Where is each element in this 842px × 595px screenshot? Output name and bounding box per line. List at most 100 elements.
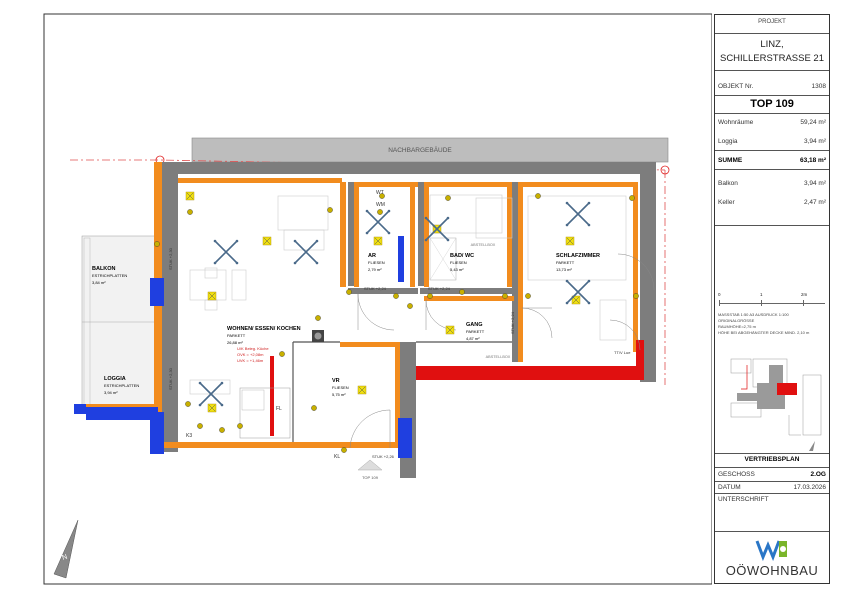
ceiling-spot-icon <box>566 280 590 304</box>
objekt-number: 1308 <box>811 83 826 90</box>
scale-tick-2: 2m <box>801 292 808 297</box>
room-labels: BALKON ESTRICHPLATTEN 3,84 m² LOGGIA EST… <box>92 253 600 397</box>
area-value: 63,18 m² <box>799 157 826 164</box>
loggia-insulation <box>86 404 158 407</box>
socket-icon <box>154 241 160 247</box>
socket-icon <box>185 401 191 407</box>
spot-tip <box>315 239 319 243</box>
hob <box>241 389 265 411</box>
kitchen-note-2: OVK = +2,08m <box>237 352 264 357</box>
sheet-frame <box>43 13 712 585</box>
lamp-cross <box>374 237 382 245</box>
room-name-gang: GANG <box>466 322 483 328</box>
area-label: Loggia <box>718 138 738 145</box>
kitchen-counter <box>239 387 291 439</box>
wt-label: WT <box>376 190 384 196</box>
socket-icon <box>311 405 317 411</box>
stuk-vr: STUK +2,26 <box>372 454 395 459</box>
room-floor-vr: FLIESEN <box>332 385 349 390</box>
socket-icon <box>407 303 413 309</box>
area-label: SUMME <box>718 157 743 164</box>
room-area-vr: 5,75 m² <box>332 392 346 397</box>
room-floor-wohnen: PARKETT <box>227 333 246 338</box>
ausdruck-scale: 1:100 <box>778 312 789 317</box>
spot-tip <box>446 216 450 220</box>
room-area-ar: 2,79 m² <box>368 267 382 272</box>
spot-tip <box>235 261 239 265</box>
socket-icon <box>346 289 352 295</box>
spot-tip <box>587 223 591 227</box>
massstab-label: MASSSTAB <box>718 312 740 317</box>
stuk-ar: STUK +2,24 <box>364 286 387 291</box>
north-arrow: N <box>53 519 79 579</box>
geschoss-value: 2.OG <box>810 471 826 478</box>
lamp-cross <box>572 296 580 304</box>
massstab-value: 1:50 <box>740 312 749 317</box>
area-value: 3,94 m² <box>803 180 826 187</box>
lamp-cross <box>566 237 574 245</box>
red-walls <box>270 340 644 436</box>
room-name-ar: AR <box>368 253 376 259</box>
spot-tip <box>220 403 224 407</box>
title-block: PROJEKT LINZ, SCHILLERSTRASSE 21 OBJEKT … <box>714 14 830 584</box>
socket-icon <box>219 427 225 433</box>
area-value: 59,24 m² <box>800 119 826 126</box>
spot-tip <box>198 381 202 385</box>
spot-tip <box>424 216 428 220</box>
stuk-living-upper: STUK +2,30 <box>168 247 173 270</box>
stuk-bad: STUK +2,24 <box>428 286 451 291</box>
fl-label: FL <box>276 406 282 412</box>
spot-tip <box>293 239 297 243</box>
socket-icon <box>315 315 321 321</box>
spot-tip <box>293 261 297 265</box>
area-label: Keller <box>718 199 735 206</box>
top-tag: TOP 109 <box>362 475 379 480</box>
loggia-parapet <box>86 406 158 420</box>
shower <box>429 237 457 281</box>
area-value: 2,47 m² <box>803 199 826 206</box>
spot-tip <box>220 381 224 385</box>
spot-tip <box>387 209 391 213</box>
ceiling-spots <box>198 201 591 407</box>
room-area-gang: 4,87 m² <box>466 336 480 341</box>
socket-icon <box>633 293 639 299</box>
top-number: TOP 109 <box>750 98 794 110</box>
lamp-cross <box>446 326 454 334</box>
room-area-loggia: 3,94 m² <box>104 390 118 395</box>
ceiling-spot-icon <box>566 202 590 226</box>
lamp-cross <box>263 237 271 245</box>
room-name-schlafzimmer: SCHLAFZIMMER <box>556 253 600 259</box>
lamp-cross <box>208 292 216 300</box>
svg-text:N: N <box>61 554 68 562</box>
lamp-cross <box>358 386 366 394</box>
socket-icon <box>393 293 399 299</box>
geschoss-label: GESCHOSS <box>718 471 755 478</box>
sockets <box>154 193 639 453</box>
a3-label: A3 <box>749 312 755 317</box>
spot-tip <box>565 279 569 283</box>
entrance-arrow <box>357 459 383 471</box>
abstell-label: ABSTELLBOX <box>471 243 496 247</box>
ceiling-spot-icon <box>366 210 390 234</box>
note-room-height: RAUMHÖHE=2,75 m <box>718 324 756 329</box>
socket-icon <box>379 193 385 199</box>
ceiling-spot-icon <box>425 217 449 241</box>
spot-tip <box>213 239 217 243</box>
room-name-loggia: LOGGIA <box>104 376 126 382</box>
spot-tip <box>198 403 202 407</box>
annotations: STUK +2,24 STUK +2,24 STUK +2,26 WT WM U… <box>168 190 631 460</box>
scale-tick-1: 1 <box>760 292 763 297</box>
room-floor-balkon: ESTRICHPLATTEN <box>92 273 127 278</box>
windows <box>74 236 412 458</box>
spot-tip <box>365 231 369 235</box>
room-area-balkon: 3,84 m² <box>92 280 106 285</box>
socket-icon <box>445 195 451 201</box>
duct-fan <box>314 332 322 340</box>
stuk-living-lower: STUK +2,30 <box>168 367 173 390</box>
datum-label: DATUM <box>718 484 741 491</box>
socket-icon <box>535 193 541 199</box>
spot-tip <box>235 239 239 243</box>
spot-tip <box>365 209 369 213</box>
area-label: Wohnräume <box>718 119 754 126</box>
scale-tick-0: 0 <box>718 292 721 297</box>
